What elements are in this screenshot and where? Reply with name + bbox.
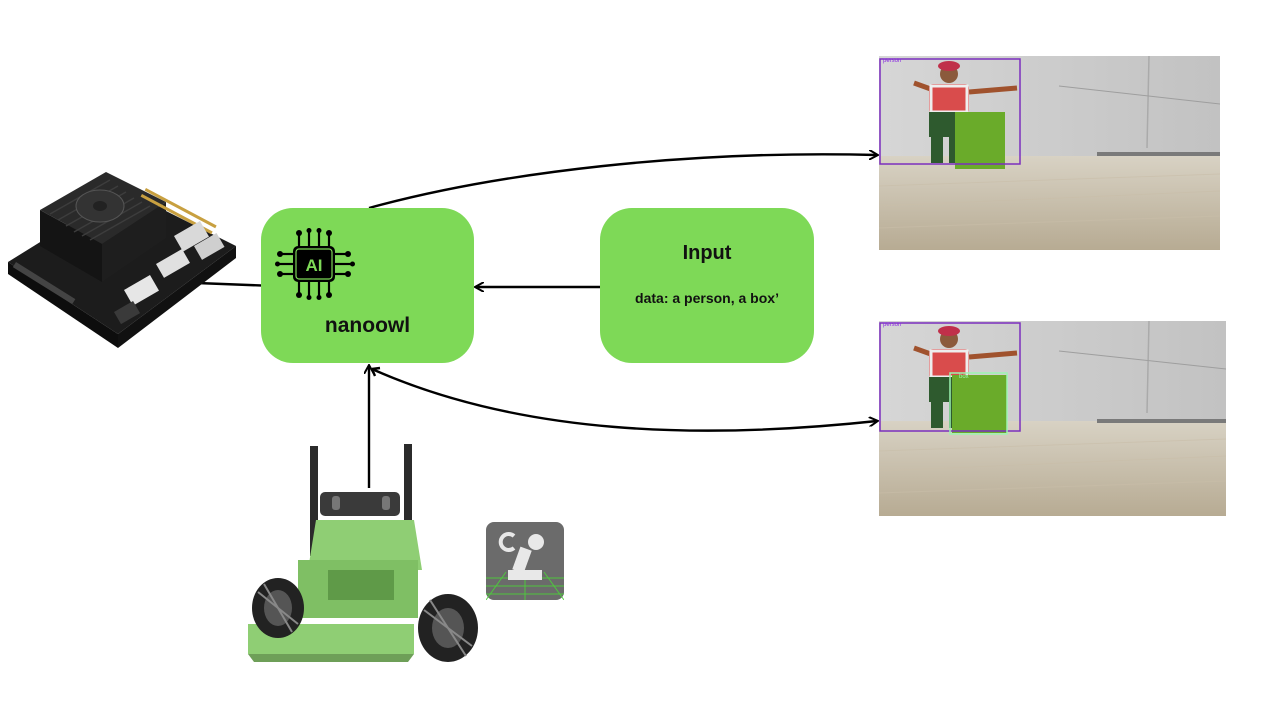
nanoowl-node: AI nanoowl [261, 208, 474, 363]
input-data-text: data: a person, a box’ [635, 290, 779, 306]
arrow-nanoowl-bottom-result [371, 367, 877, 432]
robot-arm-app-icon [486, 522, 564, 600]
robot-car-image [248, 444, 478, 662]
ai-icon-text: AI [306, 256, 323, 275]
person-figure [913, 326, 1018, 428]
green-box-object [952, 375, 1007, 433]
ai-chip-icon: AI [275, 228, 355, 300]
detection-label-person: person [883, 322, 902, 328]
arrow-nanoowl-to-top-result [368, 154, 877, 210]
detection-result-top-image: person [879, 56, 1220, 250]
box-bounding-box [949, 372, 1008, 435]
input-title: Input [682, 242, 732, 264]
input-node: Input data: a person, a box’ [600, 208, 814, 363]
detection-result-bottom-image: person box [879, 321, 1226, 516]
green-box-object [955, 112, 1005, 169]
jetson-board-image [8, 172, 236, 348]
detection-label-person: person [883, 58, 902, 64]
detection-label-box: box [959, 374, 969, 380]
nanoowl-label: nanoowl [324, 314, 411, 337]
person-bounding-box [879, 58, 1021, 165]
